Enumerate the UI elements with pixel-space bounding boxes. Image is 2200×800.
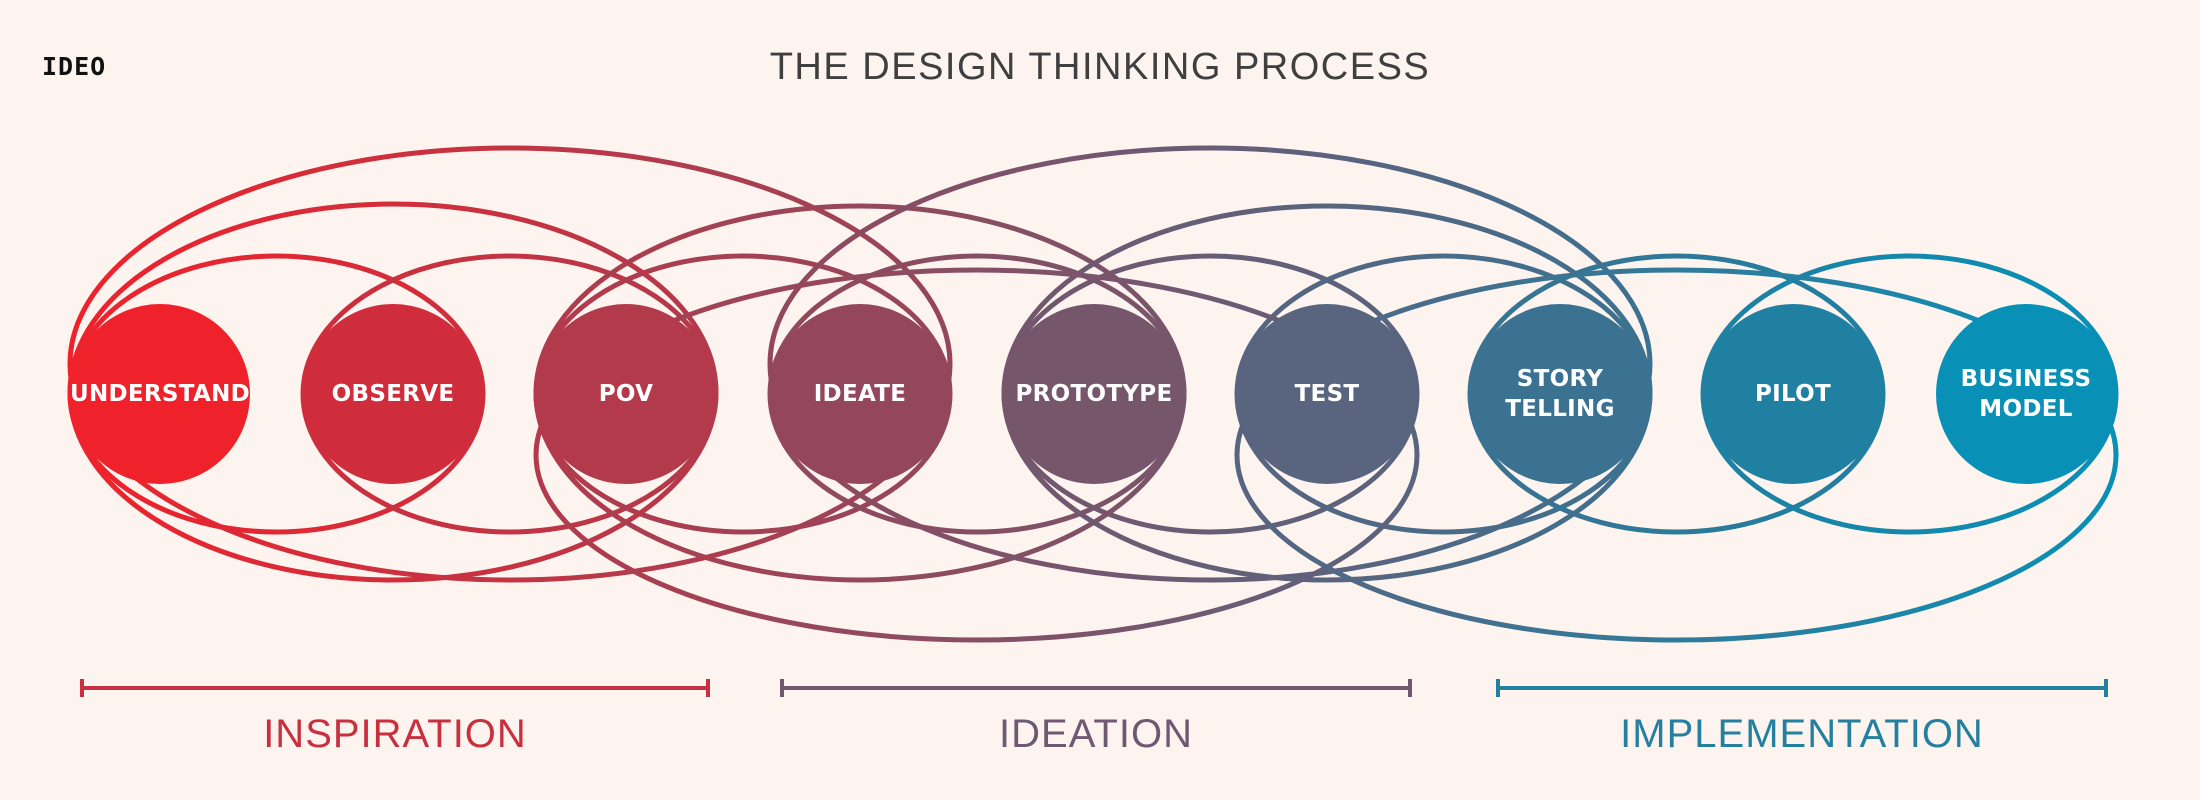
ideo-logo: IDEO xyxy=(42,52,107,81)
step-label-storytelling: STORY TELLING xyxy=(1505,366,1615,422)
step-circle-ideate xyxy=(770,304,950,484)
step-label-pov: POV xyxy=(598,381,654,407)
phase-bracket-ideation xyxy=(780,679,1412,697)
connector-loops xyxy=(67,145,2119,643)
step-circle-observe xyxy=(303,304,483,484)
loop-pov-to-test xyxy=(533,267,1420,643)
loop-pov-to-prototype xyxy=(533,203,1187,583)
step-circle-prototype xyxy=(1004,304,1184,484)
step-circles xyxy=(70,304,2116,484)
loop-understand-to-pov xyxy=(67,201,719,583)
step-circle-test xyxy=(1237,304,1417,484)
step-label-business-model: BUSINESS MODEL xyxy=(1960,366,2092,422)
step-circle-understand xyxy=(70,304,250,484)
step-label-ideate: IDEATE xyxy=(813,381,907,407)
step-label-pilot: PILOT xyxy=(1755,381,1831,407)
phase-label-inspiration: INSPIRATION xyxy=(263,712,527,756)
step-circle-pilot xyxy=(1703,304,1883,484)
step-label-prototype: PROTOTYPE xyxy=(1015,381,1173,407)
step-circle-storytelling xyxy=(1470,304,1650,484)
page-title: THE DESIGN THINKING PROCESS xyxy=(769,46,1431,88)
loop-ideate-to-storytelling xyxy=(767,145,1653,583)
loop-prototype-to-storytelling xyxy=(1001,203,1653,583)
loop-test-to-business-model xyxy=(1234,267,2119,643)
phase-label-implementation: IMPLEMENTATION xyxy=(1620,712,1984,756)
step-circle-business-model xyxy=(1936,304,2116,484)
phase-bracket-implementation xyxy=(1496,679,2108,697)
step-label-observe: OBSERVE xyxy=(331,381,455,407)
phase-label-ideation: IDEATION xyxy=(999,712,1193,756)
phase-bracket-inspiration xyxy=(80,679,710,697)
step-label-test: TEST xyxy=(1294,381,1360,407)
step-circle-pov xyxy=(536,304,716,484)
loop-understand-to-ideate xyxy=(67,145,953,583)
step-label-understand: UNDERSTAND xyxy=(69,381,251,407)
